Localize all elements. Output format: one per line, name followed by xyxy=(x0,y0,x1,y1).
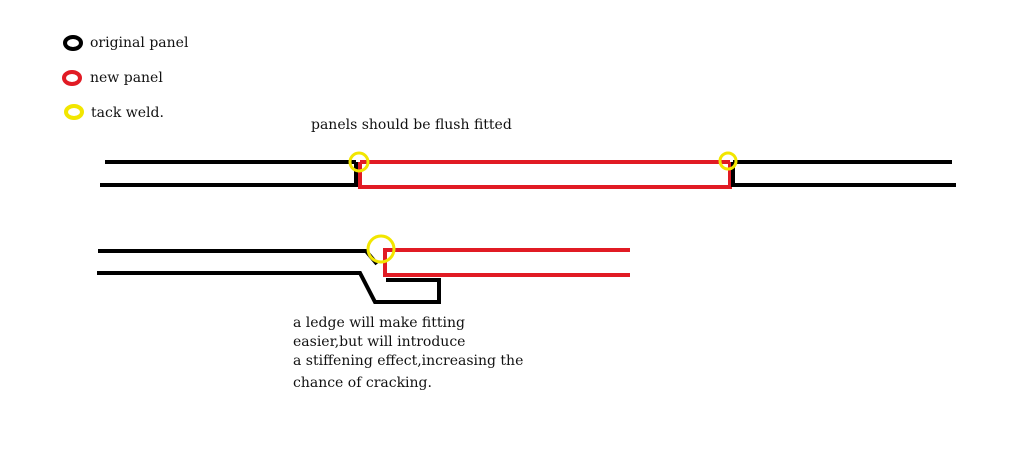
legend-label-weld: tack weld. xyxy=(91,105,164,121)
flush-caption: panels should be flush fitted xyxy=(311,117,512,133)
legend-label-original: original panel xyxy=(90,35,189,51)
ledge-caption-line-3: a stiffening effect,increasing the xyxy=(293,353,524,369)
new-panel-flush xyxy=(358,162,732,189)
original-panel-ledge-top xyxy=(98,249,379,266)
legend-new-icon xyxy=(62,70,82,86)
ledge-caption-line-2: easier,but will introduce xyxy=(293,334,466,350)
legend-original-icon xyxy=(63,35,83,51)
legend-weld-icon xyxy=(64,104,84,120)
tack-weld-ledge xyxy=(366,234,396,264)
legend-label-new: new panel xyxy=(90,70,163,86)
tack-weld-right xyxy=(718,151,738,171)
tack-weld-left xyxy=(348,151,370,173)
flush-fit-diagram xyxy=(100,151,956,189)
ledge-caption-line-4: chance of cracking. xyxy=(293,375,432,391)
legend xyxy=(62,35,84,120)
new-panel-ledge xyxy=(383,248,630,277)
original-panel-ledge-bottom xyxy=(97,271,441,304)
ledge-diagram xyxy=(97,234,630,304)
ledge-caption-line-1: a ledge will make fitting xyxy=(293,315,465,331)
